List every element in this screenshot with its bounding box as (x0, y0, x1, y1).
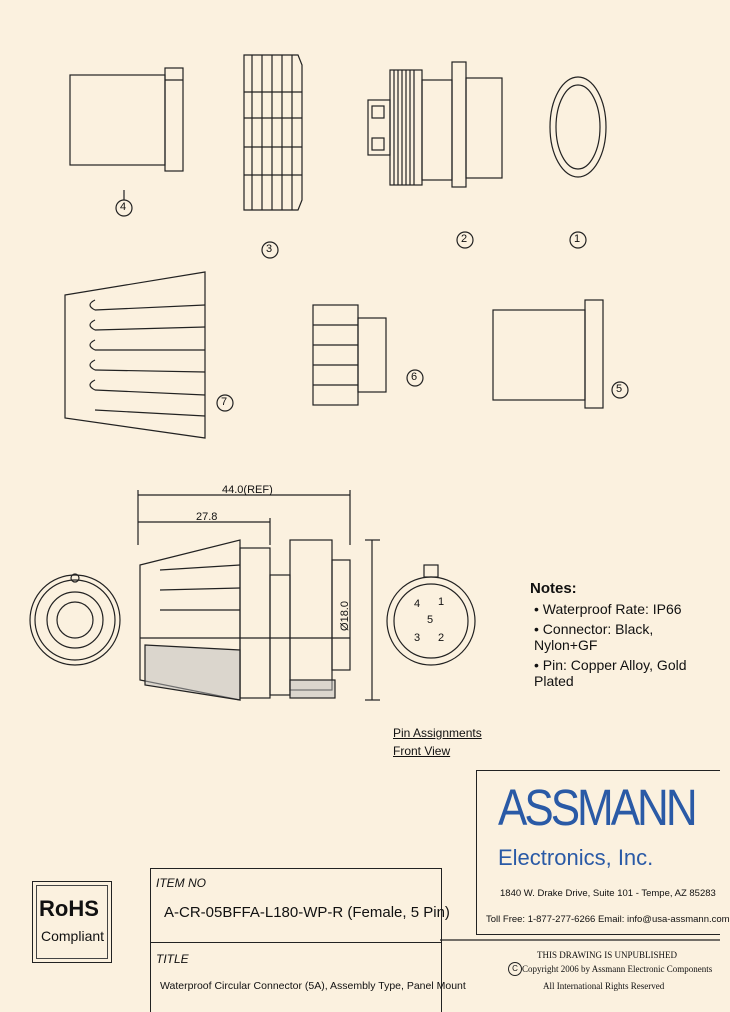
part-4-number: 4 (120, 201, 127, 213)
part-3-callout (261, 241, 279, 259)
legal-line3: All International Rights Reserved (543, 981, 665, 991)
notes-item: • Waterproof Rate: IP66 (534, 601, 682, 617)
part-5-sleeve (492, 299, 604, 409)
company-address: 1840 W. Drake Drive, Suite 101 - Tempe, … (500, 888, 716, 899)
part-7-number: 7 (221, 396, 228, 408)
part-2-number: 2 (461, 233, 468, 245)
part-2-housing (367, 61, 503, 188)
rohs-badge: RoHS Compliant (32, 881, 112, 963)
notes-block: Notes: • Waterproof Rate: IP66 • Connect… (530, 580, 720, 689)
pin-label-4: 4 (414, 598, 421, 610)
part-5-number: 5 (616, 383, 623, 395)
title-block (150, 868, 442, 1012)
part-7-cap (64, 271, 206, 439)
part-6-clamp (312, 304, 387, 406)
part-5-callout (611, 381, 629, 399)
title-label: TITLE (156, 952, 189, 966)
part-7-callout (216, 394, 234, 412)
part-1-seal (549, 76, 607, 178)
notes-heading: Notes: (530, 580, 577, 597)
part-6-number: 6 (411, 371, 418, 383)
notes-item: • Connector: Black, Nylon+GF (534, 621, 654, 653)
dimension-partial: 27.8 (196, 511, 218, 523)
part-1-number: 1 (574, 233, 581, 245)
dimension-diameter: Ø18.0 (338, 601, 351, 631)
part-6-callout (406, 369, 424, 387)
pin-front-view (386, 564, 476, 666)
company-box (476, 770, 720, 935)
pin-label-5: 5 (427, 614, 434, 626)
part-4-sleeve (69, 67, 184, 172)
notes-item: • Pin: Copper Alloy, Gold Plated (534, 657, 687, 689)
company-contact: Toll Free: 1-877-277-6266 Email: info@us… (486, 914, 730, 925)
pin-label-1: 1 (438, 596, 445, 608)
item-label: ITEM NO (156, 876, 206, 890)
copyright-symbol: C (508, 962, 522, 976)
assembly-side-view (139, 539, 351, 701)
rohs-title: RoHS (39, 896, 99, 921)
end-view-left (29, 573, 121, 666)
item-value: A-CR-05BFFA-L180-WP-R (Female, 5 Pin) (164, 904, 450, 921)
legal-line2: Copyright 2006 by Assmann Electronic Com… (522, 964, 713, 974)
pin-caption-line1: Pin Assignments (393, 726, 482, 740)
dimension-lines (137, 490, 380, 701)
dimension-overall: 44.0(REF) (222, 484, 273, 496)
title-value: Waterproof Circular Connector (5A), Asse… (160, 980, 466, 992)
part-2-callout (456, 231, 474, 249)
pin-label-2: 2 (438, 632, 445, 644)
rohs-subtitle: Compliant (41, 928, 105, 944)
part-3-number: 3 (266, 243, 273, 255)
part-3-nut (243, 54, 303, 211)
company-logo: ASSMANN (498, 780, 698, 837)
company-subtitle: Electronics, Inc. (498, 845, 654, 870)
legal-line1: THIS DRAWING IS UNPUBLISHED (537, 950, 678, 960)
pin-caption-line2: Front View (393, 744, 451, 758)
pin-label-3: 3 (414, 632, 421, 644)
part-1-callout (569, 231, 587, 249)
